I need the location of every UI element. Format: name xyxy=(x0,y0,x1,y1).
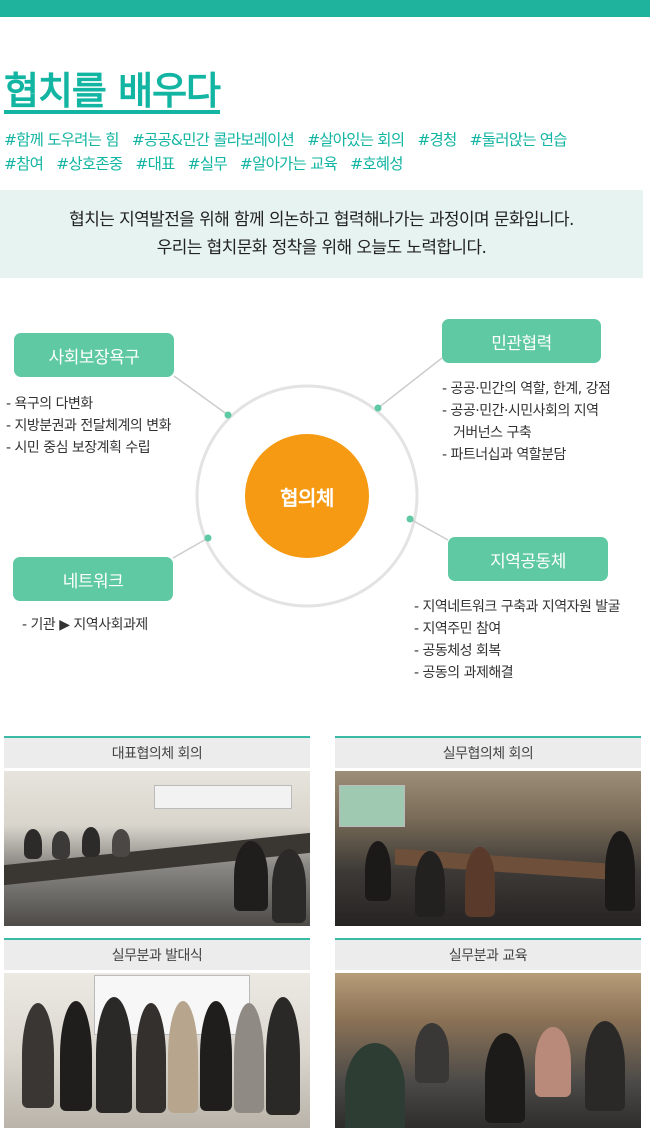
pill-network: 네트워크 xyxy=(13,557,173,601)
social-needs-list: - 욕구의 다변화 - 지방분권과 전달체계의 변화 - 시민 중심 보장계획 … xyxy=(6,393,171,459)
list-item: - 욕구의 다변화 xyxy=(6,396,93,412)
hashtag-list: #함께 도우려는 힘 #공공&민간 콜라보레이션 #살아있는 회의 #경청 #둘… xyxy=(4,128,649,176)
pill-public-private: 민관협력 xyxy=(442,319,601,363)
list-item: - 공동체성 회복 xyxy=(414,643,501,659)
list-item: - 공공·민간·시민사회의 지역 xyxy=(442,403,599,419)
photo-card-launch-ceremony: 실무분과 발대식 xyxy=(4,938,310,1128)
hashtag: #대표 xyxy=(135,155,175,173)
list-item: - 지방분권과 전달체계의 변화 xyxy=(6,418,171,434)
photo-card-education: 실무분과 교육 xyxy=(335,938,641,1128)
public-private-list: - 공공·민간의 역할, 한계, 강점 - 공공·민간·시민사회의 지역 거버넌… xyxy=(442,378,611,466)
page-title: 협치를 배우다 xyxy=(4,69,221,113)
photo-caption: 대표협의체 회의 xyxy=(4,736,310,768)
meeting-photo xyxy=(335,771,641,926)
photo-caption: 실무협의체 회의 xyxy=(335,736,641,768)
ring-dot xyxy=(204,534,212,542)
intro-line-2: 우리는 협치문화 정착을 위해 오늘도 노력합니다. xyxy=(156,238,487,258)
hashtag: #실무 xyxy=(187,155,228,173)
hashtag: #경청 xyxy=(417,131,457,149)
list-item: 거버넌스 구축 xyxy=(453,425,532,441)
list-item: - 기관 ▶ 지역사회과제 xyxy=(22,617,148,633)
intro-box: 협치는 지역발전을 위해 함께 의논하고 협력해나가는 과정이며 문화입니다. … xyxy=(0,190,643,278)
list-item: - 파트너십과 역할분담 xyxy=(442,447,566,463)
network-list: - 기관 ▶ 지역사회과제 xyxy=(22,614,148,636)
hashtag: #함께 도우려는 힘 xyxy=(4,131,119,149)
outer-ring xyxy=(195,384,419,608)
connector-private xyxy=(377,357,443,409)
hashtag: #살아있는 회의 xyxy=(307,131,405,149)
governance-diagram: 협의체 사회보장욕구 - 욕구의 다변화 - 지방분권과 전달체계의 변화 - … xyxy=(0,300,650,700)
pill-social-needs: 사회보장욕구 xyxy=(14,333,174,377)
hashtag-line-2: #참여 #상호존중 #대표 #실무 #알아가는 교육 #호혜성 xyxy=(4,152,649,176)
connector-social xyxy=(173,375,229,416)
ring-dot xyxy=(374,404,382,412)
ceremony-photo xyxy=(4,973,310,1128)
hashtag: #상호존중 xyxy=(56,155,123,173)
connector-network xyxy=(172,537,209,559)
list-item: - 지역주민 참여 xyxy=(414,621,501,637)
list-item: - 시민 중심 보장계획 수립 xyxy=(6,440,151,456)
center-circle: 협의체 xyxy=(245,434,369,558)
community-list: - 지역네트워크 구축과 지역자원 발굴 - 지역주민 참여 - 공동체성 회복… xyxy=(414,596,621,684)
photo-card-representative-meeting: 대표협의체 회의 xyxy=(4,736,310,926)
meeting-photo xyxy=(4,771,310,926)
photo-card-working-meeting: 실무협의체 회의 xyxy=(335,736,641,926)
education-photo xyxy=(335,973,641,1128)
top-accent-bar xyxy=(0,0,650,17)
ring-dot xyxy=(406,515,414,523)
diagram-connectors xyxy=(172,357,449,608)
hashtag: #알아가는 교육 xyxy=(239,155,338,173)
pill-community: 지역공동체 xyxy=(448,537,608,581)
connector-community xyxy=(409,518,449,541)
ring-dot xyxy=(224,411,232,419)
list-item: - 공동의 과제해결 xyxy=(414,665,514,681)
hashtag: #둘러앉는 연습 xyxy=(469,131,568,149)
photo-caption: 실무분과 교육 xyxy=(335,938,641,970)
hashtag-line-1: #함께 도우려는 힘 #공공&민간 콜라보레이션 #살아있는 회의 #경청 #둘… xyxy=(4,128,649,152)
intro-line-1: 협치는 지역발전을 위해 함께 의논하고 협력해나가는 과정이며 문화입니다. xyxy=(69,210,574,230)
photo-caption: 실무분과 발대식 xyxy=(4,938,310,970)
list-item: - 공공·민간의 역할, 한계, 강점 xyxy=(442,381,611,397)
hashtag: #공공&민간 콜라보레이션 xyxy=(131,131,295,149)
list-item: - 지역네트워크 구축과 지역자원 발굴 xyxy=(414,599,621,615)
hashtag: #참여 xyxy=(4,155,44,173)
hashtag: #호혜성 xyxy=(350,155,403,173)
